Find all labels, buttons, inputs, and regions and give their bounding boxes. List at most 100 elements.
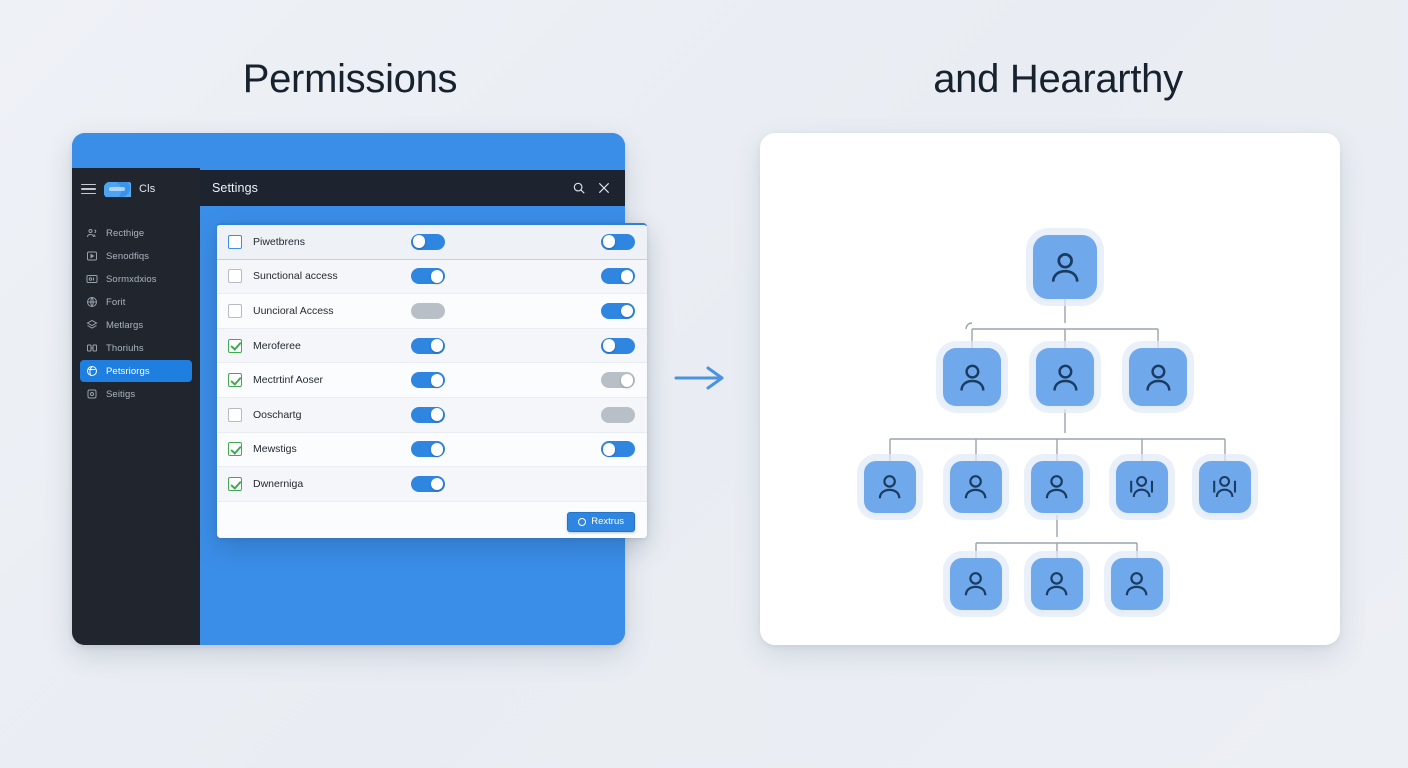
person-icon xyxy=(1145,364,1171,391)
sidebar-item-label: Seitigs xyxy=(106,388,136,400)
org-node-group[interactable] xyxy=(1116,461,1168,513)
org-node[interactable] xyxy=(1036,348,1094,406)
permission-toggle-primary[interactable] xyxy=(411,406,445,423)
permission-toggle-secondary[interactable] xyxy=(601,441,635,458)
panel-footer: Rextrus xyxy=(217,501,647,538)
org-node[interactable] xyxy=(943,348,1001,406)
permission-toggle-secondary[interactable] xyxy=(601,302,635,319)
person-icon xyxy=(1126,572,1148,596)
org-node[interactable] xyxy=(950,461,1002,513)
permission-toggle-primary[interactable] xyxy=(411,372,445,389)
permission-toggle-secondary[interactable] xyxy=(601,268,635,285)
org-node[interactable] xyxy=(864,461,916,513)
people-icon xyxy=(86,227,98,239)
person-icon xyxy=(1051,252,1079,282)
row-checkbox[interactable] xyxy=(228,407,242,422)
permission-toggle-primary[interactable] xyxy=(411,475,445,492)
permission-toggle-secondary[interactable] xyxy=(601,337,635,354)
row-checkbox[interactable] xyxy=(228,269,242,284)
permission-label: Dwnerniga xyxy=(253,477,304,490)
org-node[interactable] xyxy=(1129,348,1187,406)
sidebar-item-metlargs[interactable]: Metlargs xyxy=(80,314,192,336)
permission-toggle-primary[interactable] xyxy=(411,268,445,285)
layers-icon xyxy=(86,319,98,331)
permissions-panel: Piwetbrens Sunctional access Uuncioral A… xyxy=(217,223,647,538)
person-icon xyxy=(959,364,985,391)
sidebar-item-label: Petsriorgs xyxy=(106,365,150,377)
person-icon xyxy=(965,475,987,499)
org-node[interactable] xyxy=(1031,558,1083,610)
sidebar-item-seitigs[interactable]: Seitigs xyxy=(80,383,192,405)
person-icon xyxy=(1046,475,1068,499)
sidebar-item-petsriorgs[interactable]: Petsriorgs xyxy=(80,360,192,382)
permission-toggle-primary[interactable] xyxy=(411,302,445,319)
permission-toggle-primary[interactable] xyxy=(411,233,445,250)
permission-row[interactable]: Dwnerniga xyxy=(217,467,647,502)
permission-row[interactable]: Uuncioral Access xyxy=(217,294,647,329)
permission-row[interactable]: Piwetbrens xyxy=(217,225,647,260)
arrow-right-icon xyxy=(674,366,724,390)
permission-row[interactable]: Sunctional access xyxy=(217,259,647,295)
permission-toggle-secondary[interactable] xyxy=(601,233,635,250)
person-icon xyxy=(1046,572,1068,596)
sidebar-item-label: Recthige xyxy=(106,227,145,239)
sidebar-item-thoriuhs[interactable]: Thoriuhs xyxy=(80,337,192,359)
sidebar-item-label: Metlargs xyxy=(106,319,144,331)
hamburger-icon[interactable] xyxy=(81,183,96,195)
globe-icon xyxy=(86,296,98,308)
permission-label: Mectrtinf Aoser xyxy=(253,374,324,387)
settings-titlebar: Settings xyxy=(200,170,625,206)
person-icon xyxy=(879,475,901,499)
brand-label: Cls xyxy=(139,183,156,195)
settings-window-title: Settings xyxy=(212,181,258,195)
sidebar-item-label: Forit xyxy=(106,296,126,308)
permission-row[interactable]: Mewstigs xyxy=(217,433,647,468)
org-node[interactable] xyxy=(950,558,1002,610)
cloud-logo-icon xyxy=(104,181,131,197)
row-checkbox[interactable] xyxy=(228,234,242,249)
permission-row[interactable]: Mectrtinf Aoser xyxy=(217,363,647,398)
sidebar-nav: Recthige Senodfiqs Sormxdxios Forit Metl… xyxy=(72,222,200,405)
sidebar-item-senodfiqs[interactable]: Senodfiqs xyxy=(80,245,192,267)
play-box-icon xyxy=(86,250,98,262)
puzzle-icon xyxy=(86,342,98,354)
circle-icon xyxy=(578,517,587,526)
sidebar-item-recthige[interactable]: Recthige xyxy=(80,222,192,244)
org-connector-lines xyxy=(889,299,1226,558)
permission-label: Meroferee xyxy=(253,339,301,352)
permission-label: Piwetbrens xyxy=(253,235,305,248)
row-checkbox[interactable] xyxy=(228,303,242,318)
row-checkbox[interactable] xyxy=(228,338,242,353)
org-node-root[interactable] xyxy=(1033,235,1097,299)
org-node[interactable] xyxy=(1111,558,1163,610)
permission-label: Ooschartg xyxy=(253,408,302,421)
apply-button[interactable]: Rextrus xyxy=(567,511,635,532)
org-hierarchy-card xyxy=(760,133,1340,645)
close-icon[interactable] xyxy=(594,179,613,198)
sidebar-item-sormxdxios[interactable]: Sormxdxios xyxy=(80,268,192,290)
apply-button-label: Rextrus xyxy=(591,516,624,528)
permission-row[interactable]: Ooschartg xyxy=(217,397,647,433)
permission-toggle-primary[interactable] xyxy=(411,337,445,354)
sidebar: Cls Recthige Senodfiqs Sormxdxios Forit … xyxy=(72,168,200,645)
sidebar-item-label: Thoriuhs xyxy=(106,342,144,354)
shield-icon xyxy=(86,365,98,377)
permission-toggle-primary[interactable] xyxy=(411,441,445,458)
row-checkbox[interactable] xyxy=(228,373,242,388)
org-node-group[interactable] xyxy=(1199,461,1251,513)
org-node[interactable] xyxy=(1031,461,1083,513)
person-icon xyxy=(965,572,987,596)
permission-toggle-secondary[interactable] xyxy=(601,372,635,389)
permission-label: Sunctional access xyxy=(253,270,338,283)
permission-label: Uuncioral Access xyxy=(253,304,334,317)
group-icon xyxy=(1130,476,1154,498)
permission-toggle-secondary[interactable] xyxy=(601,406,635,423)
permission-row[interactable]: Meroferee xyxy=(217,328,647,364)
row-checkbox[interactable] xyxy=(228,476,242,491)
sidebar-header: Cls xyxy=(72,168,200,210)
search-icon[interactable] xyxy=(569,179,588,198)
row-checkbox[interactable] xyxy=(228,442,242,457)
square-dot-icon xyxy=(86,388,98,400)
sidebar-item-forit[interactable]: Forit xyxy=(80,291,192,313)
sidebar-item-label: Senodfiqs xyxy=(106,250,150,262)
